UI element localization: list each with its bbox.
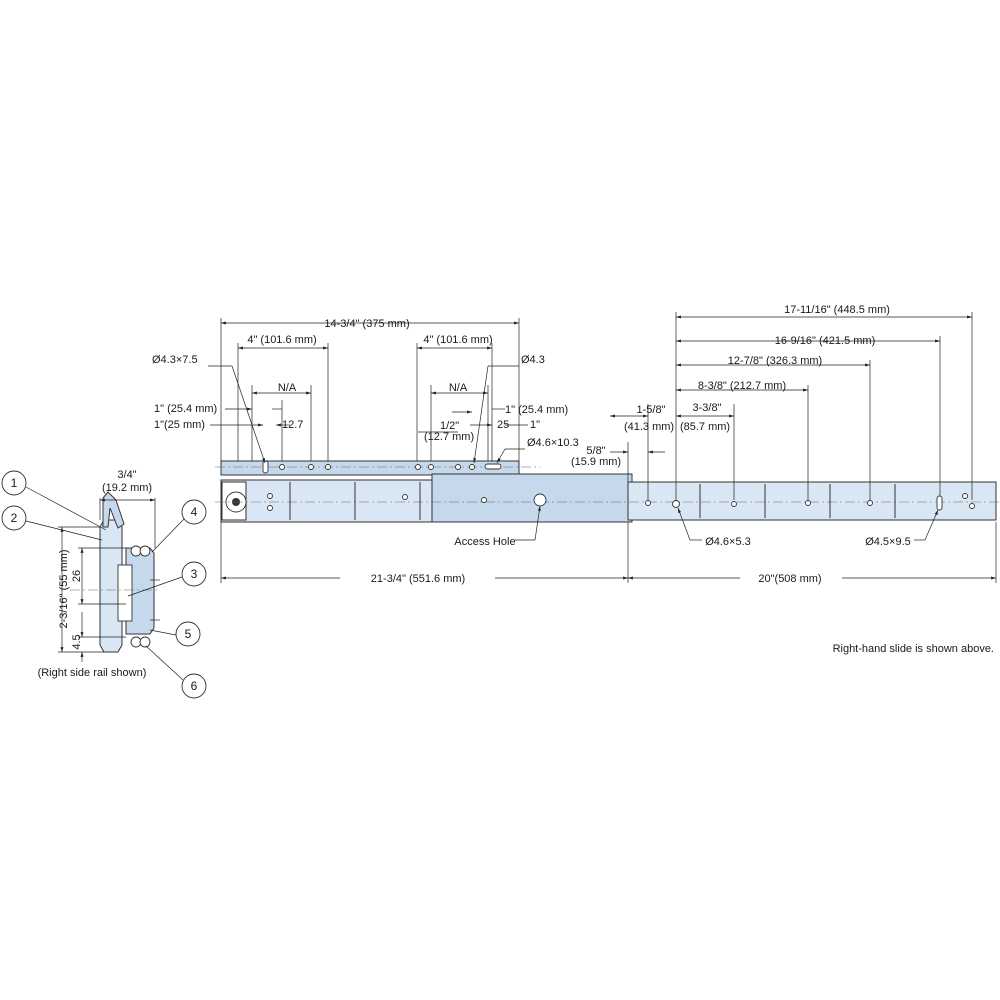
svg-text:5: 5 bbox=[185, 627, 192, 641]
profile-dim-45: 4.5 bbox=[71, 634, 83, 649]
ball-bearing-bottom-1 bbox=[130, 636, 142, 648]
right-dimensions: 17-11/16" (448.5 mm) 16-9/16" (421.5 mm)… bbox=[571, 304, 973, 500]
inner-rail bbox=[627, 481, 997, 521]
access-hole bbox=[533, 493, 547, 507]
right-127mm-label: (12.7 mm) bbox=[424, 431, 474, 443]
dim-421mm: 16-9/16" (421.5 mm) bbox=[775, 335, 876, 347]
hole-46x53 bbox=[672, 500, 680, 508]
slot-45x95 bbox=[936, 495, 943, 511]
svg-text:4: 4 bbox=[191, 505, 198, 519]
mounting-bracket bbox=[220, 460, 520, 476]
dim-448mm: 17-11/16" (448.5 mm) bbox=[784, 304, 890, 316]
slot-45x95-label: Ø4.5×9.5 bbox=[865, 536, 911, 548]
dim-5-8: 5/8" bbox=[586, 445, 605, 457]
svg-text:6: 6 bbox=[191, 679, 198, 693]
na-left-label: N/A bbox=[278, 382, 297, 394]
dim-41mm: (41.3 mm) bbox=[624, 421, 674, 433]
inner-rail-profile bbox=[125, 547, 155, 635]
callout-6: 6 bbox=[145, 645, 207, 699]
access-hole-label: Access Hole bbox=[454, 536, 515, 548]
svg-text:1: 1 bbox=[11, 476, 18, 490]
slot-46x103-label: Ø4.6×10.3 bbox=[527, 437, 579, 449]
top-dimensions: 14-3/4" (375 mm) 4" (101.6 mm) 4" (101.6… bbox=[152, 318, 579, 464]
dim-right-101mm: 4" (101.6 mm) bbox=[423, 334, 492, 346]
callout-2: 2 bbox=[1, 505, 103, 541]
intermediate-rail bbox=[431, 473, 633, 523]
profile-width-mm: (19.2 mm) bbox=[102, 482, 152, 494]
hole-46x53-label: Ø4.6×5.3 bbox=[705, 536, 751, 548]
dim-326mm: 12-7/8" (326.3 mm) bbox=[728, 355, 822, 367]
bracket-holes bbox=[262, 460, 502, 474]
right-1in-label: 1" (25.4 mm) bbox=[505, 404, 568, 416]
ball-bearing-bottom-2 bbox=[139, 636, 151, 648]
svg-text:3: 3 bbox=[191, 567, 198, 581]
member-slot bbox=[117, 564, 133, 622]
dim-left-101mm: 4" (101.6 mm) bbox=[247, 334, 316, 346]
left-1in-label: 1" (25.4 mm) bbox=[154, 403, 217, 415]
profile-dim-26: 26 bbox=[71, 570, 83, 582]
profile-note: (Right side rail shown) bbox=[38, 667, 147, 679]
callout-4: 4 bbox=[151, 499, 207, 553]
ball-bearing-top-2 bbox=[139, 545, 151, 557]
bottom-dimensions: 21-3/4" (551.6 mm) 20"(508 mm) Access Ho… bbox=[220, 505, 997, 655]
rail-holes bbox=[267, 493, 975, 511]
hole-43-label: Ø4.3 bbox=[521, 354, 545, 366]
right-25-label: 25 bbox=[497, 419, 509, 431]
slot-43x75-label: Ø4.3×7.5 bbox=[152, 354, 198, 366]
dim-15mm: (15.9 mm) bbox=[571, 456, 621, 468]
profile-height-label: 2-3/16" (55 mm) bbox=[58, 549, 70, 628]
right-half-label: 1/2" bbox=[440, 420, 459, 432]
left-127-label: 12.7 bbox=[282, 419, 303, 431]
svg-text:2: 2 bbox=[11, 511, 18, 525]
dim-3-3-8: 3-3/8" bbox=[693, 402, 722, 414]
profile-width-label: 3/4" bbox=[117, 469, 136, 481]
callout-3: 3 bbox=[127, 561, 207, 597]
ball-bearing-top-1 bbox=[130, 545, 142, 557]
dim-508mm: 20"(508 mm) bbox=[758, 573, 821, 585]
slide-side-view bbox=[215, 460, 1000, 523]
dim-212mm: 8-3/8" (212.7 mm) bbox=[698, 380, 786, 392]
left-1in-25-label: 1"(25 mm) bbox=[154, 419, 205, 431]
na-right-label: N/A bbox=[449, 382, 468, 394]
right-hand-note: Right-hand slide is shown above. bbox=[833, 643, 994, 655]
dim-551mm: 21-3/4" (551.6 mm) bbox=[371, 573, 465, 585]
profile-section: 3/4" (19.2 mm) 2-3/16" (55 mm) 26 4.5 (R… bbox=[1, 469, 207, 699]
dim-85mm: (85.7 mm) bbox=[680, 421, 730, 433]
callout-1: 1 bbox=[1, 470, 107, 531]
callout-5: 5 bbox=[149, 621, 201, 647]
dim-375mm: 14-3/4" (375 mm) bbox=[324, 318, 409, 330]
dim-1-5-8: 1-5/8" bbox=[637, 404, 666, 416]
right-1-label: 1" bbox=[530, 419, 540, 431]
